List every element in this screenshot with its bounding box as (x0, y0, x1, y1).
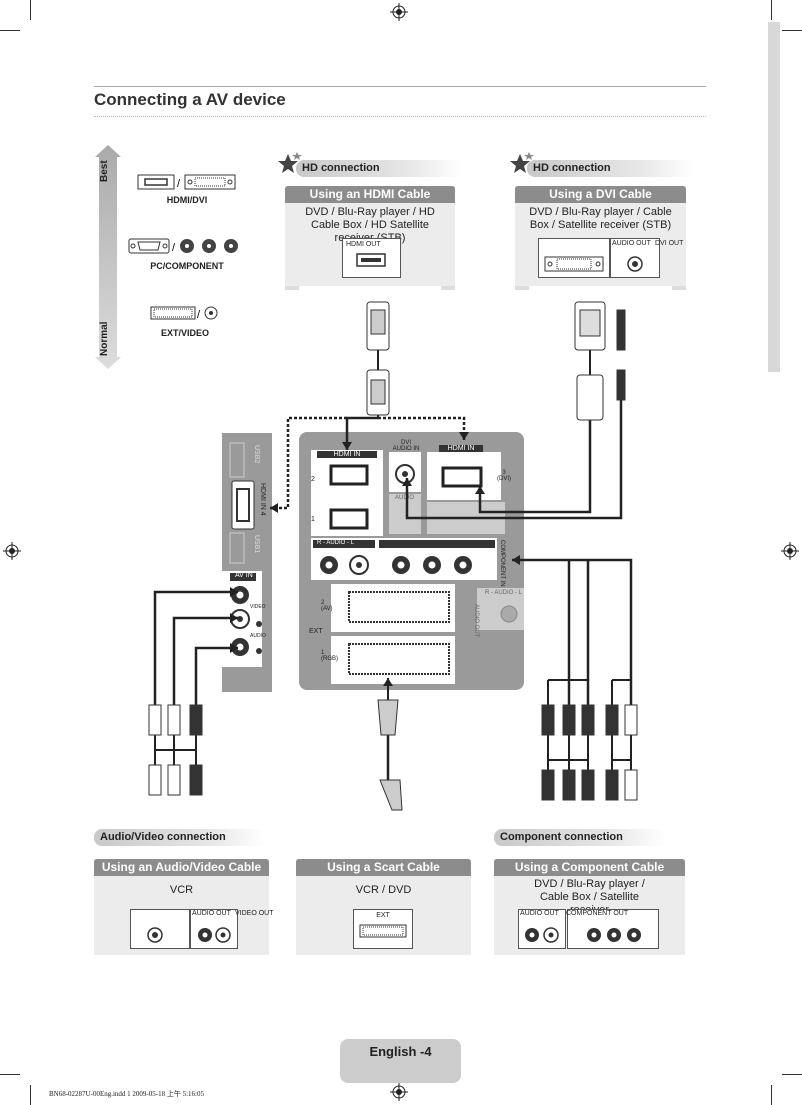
pc-audio-label: AUDIO (395, 495, 415, 501)
box-description: VCR (169, 884, 194, 896)
dvi-audio-in-label: DVI AUDIO IN (392, 440, 420, 452)
box-heading: Using a Component Cable (494, 859, 685, 876)
box-heading: Using an HDMI Cable (285, 186, 455, 203)
crop-mark (30, 0, 31, 20)
av-panel-left (130, 909, 190, 949)
port-label: HDMI OUT (346, 241, 381, 248)
pc-component-icon: / (128, 238, 238, 254)
box-heading: Using an Audio/Video Cable (94, 859, 269, 876)
tv-side-panel: USB2 HDMI IN 4 USB1 AV IN VIDEO AUDIO (222, 433, 272, 692)
component-jacks-icon (587, 928, 641, 942)
registration-mark-icon (3, 542, 21, 560)
av-cable-box: Using an Audio/Video Cable VCR AUDIO OUT… (94, 859, 274, 955)
box-description: DVD / Blu-Ray player / Cable Box / Satel… (529, 206, 672, 231)
port-label: VIDEO OUT (235, 910, 274, 917)
ext-label: EXT (309, 628, 323, 635)
page-title: Connecting a AV device (94, 90, 286, 109)
hdmi-port-1-label: 1 (311, 516, 315, 523)
audio-label: AUDIO (250, 633, 266, 639)
box-heading: Using a Scart Cable (296, 859, 471, 876)
rear-panel-ports (311, 450, 524, 684)
svg-text:/: / (177, 178, 181, 190)
hdmi-port-2-label: 2 (311, 476, 315, 483)
port-label: EXT (376, 912, 390, 919)
ext-1-label: 1 (RGB) (321, 650, 338, 662)
section-tag: Component connection (494, 829, 665, 846)
component-audio-label: R - AUDIO - L (317, 540, 355, 546)
legend-ext-video: EXT/VIDEO (160, 328, 209, 338)
port-label: AUDIO OUT (612, 240, 651, 247)
section-tag: Audio/Video connection (94, 829, 265, 846)
title-rule (94, 86, 706, 87)
registration-mark-icon (390, 1083, 408, 1101)
crop-mark (30, 1085, 31, 1105)
dvi-out-panel (538, 238, 610, 278)
crop-mark (771, 1085, 772, 1105)
page-number: English -4 (340, 1039, 461, 1083)
dvi-cable-box: Using a DVI Cable DVD / Blu-Ray player /… (515, 186, 686, 286)
rca-jacks-icon (525, 927, 559, 943)
component-audio-panel (518, 909, 566, 949)
audio-out-rl-label: R - AUDIO - L (485, 590, 523, 596)
star-icon (278, 152, 302, 173)
crop-mark (771, 0, 772, 20)
hdmi-dvi-icon: / (137, 174, 236, 190)
scart-port-icon (359, 924, 407, 938)
tv-rear-panel: HDMI IN DVI AUDIO IN HDMI IN 3 (DVI) 2 1… (299, 432, 524, 690)
svg-text:/: / (172, 242, 176, 254)
scale-best-label: Best (99, 160, 110, 182)
ext-video-icon: / (150, 306, 218, 321)
crop-mark (0, 30, 20, 31)
audio-out-panel (610, 238, 660, 278)
registration-mark-icon (390, 3, 408, 21)
hdmi-cable-box: Using an HDMI Cable DVD / Blu-Ray player… (285, 186, 455, 286)
hdmi-out-panel: HDMI OUT (342, 238, 401, 278)
section-tag: HD connection (527, 160, 693, 177)
dvi-3-label: 3 (DVI) (497, 470, 511, 482)
component-cable-box: Using a Component Cable DVD / Blu-Ray pl… (494, 859, 685, 955)
video-label: VIDEO (250, 604, 266, 610)
scart-cable-box: Using a Scart Cable VCR / DVD EXT (296, 859, 471, 955)
port-label: DVI OUT (655, 240, 684, 247)
box-heading: Using a DVI Cable (515, 186, 686, 203)
section-tag: HD connection (296, 160, 462, 177)
av-panel-right (190, 909, 238, 949)
print-slug: BN68-02287U-00Eng.indd 1 2009-05-18 上午 5… (49, 1090, 204, 1098)
port-label: AUDIO OUT (520, 910, 559, 917)
star-icon (510, 152, 534, 173)
scart-panel: EXT (353, 909, 413, 949)
quality-scale-arrow (95, 145, 121, 369)
hdmi-in-label: HDMI IN (317, 451, 377, 458)
hdmi-port-icon (356, 253, 386, 267)
crop-mark (0, 1074, 20, 1075)
component-video-panel (567, 909, 659, 949)
crop-mark (782, 30, 802, 31)
audio-jack-icon (627, 256, 643, 272)
crop-mark (782, 1074, 802, 1075)
cable-diagram (148, 301, 638, 811)
av-in-label: AV IN (235, 572, 253, 579)
side-panel-ports (222, 442, 262, 667)
rca-jacks-icon (198, 927, 231, 943)
legend-pc-component: PC/COMPONENT (150, 261, 224, 271)
registration-mark-icon (781, 542, 799, 560)
svg-text:/: / (197, 309, 201, 321)
legend-hdmi-dvi: HDMI/DVI (166, 195, 208, 205)
hdmi-in-3-label: HDMI IN (439, 445, 483, 452)
chapter-side-tab (768, 22, 780, 372)
title-divider (94, 116, 706, 117)
audio-jack-icon (147, 927, 163, 943)
port-label: COMPONENT OUT (566, 910, 629, 917)
port-label: AUDIO OUT (192, 910, 231, 917)
ext-2-label: 2 (AV) (321, 600, 333, 612)
box-description: VCR / DVD (355, 884, 412, 896)
dvi-port-icon (544, 256, 604, 272)
